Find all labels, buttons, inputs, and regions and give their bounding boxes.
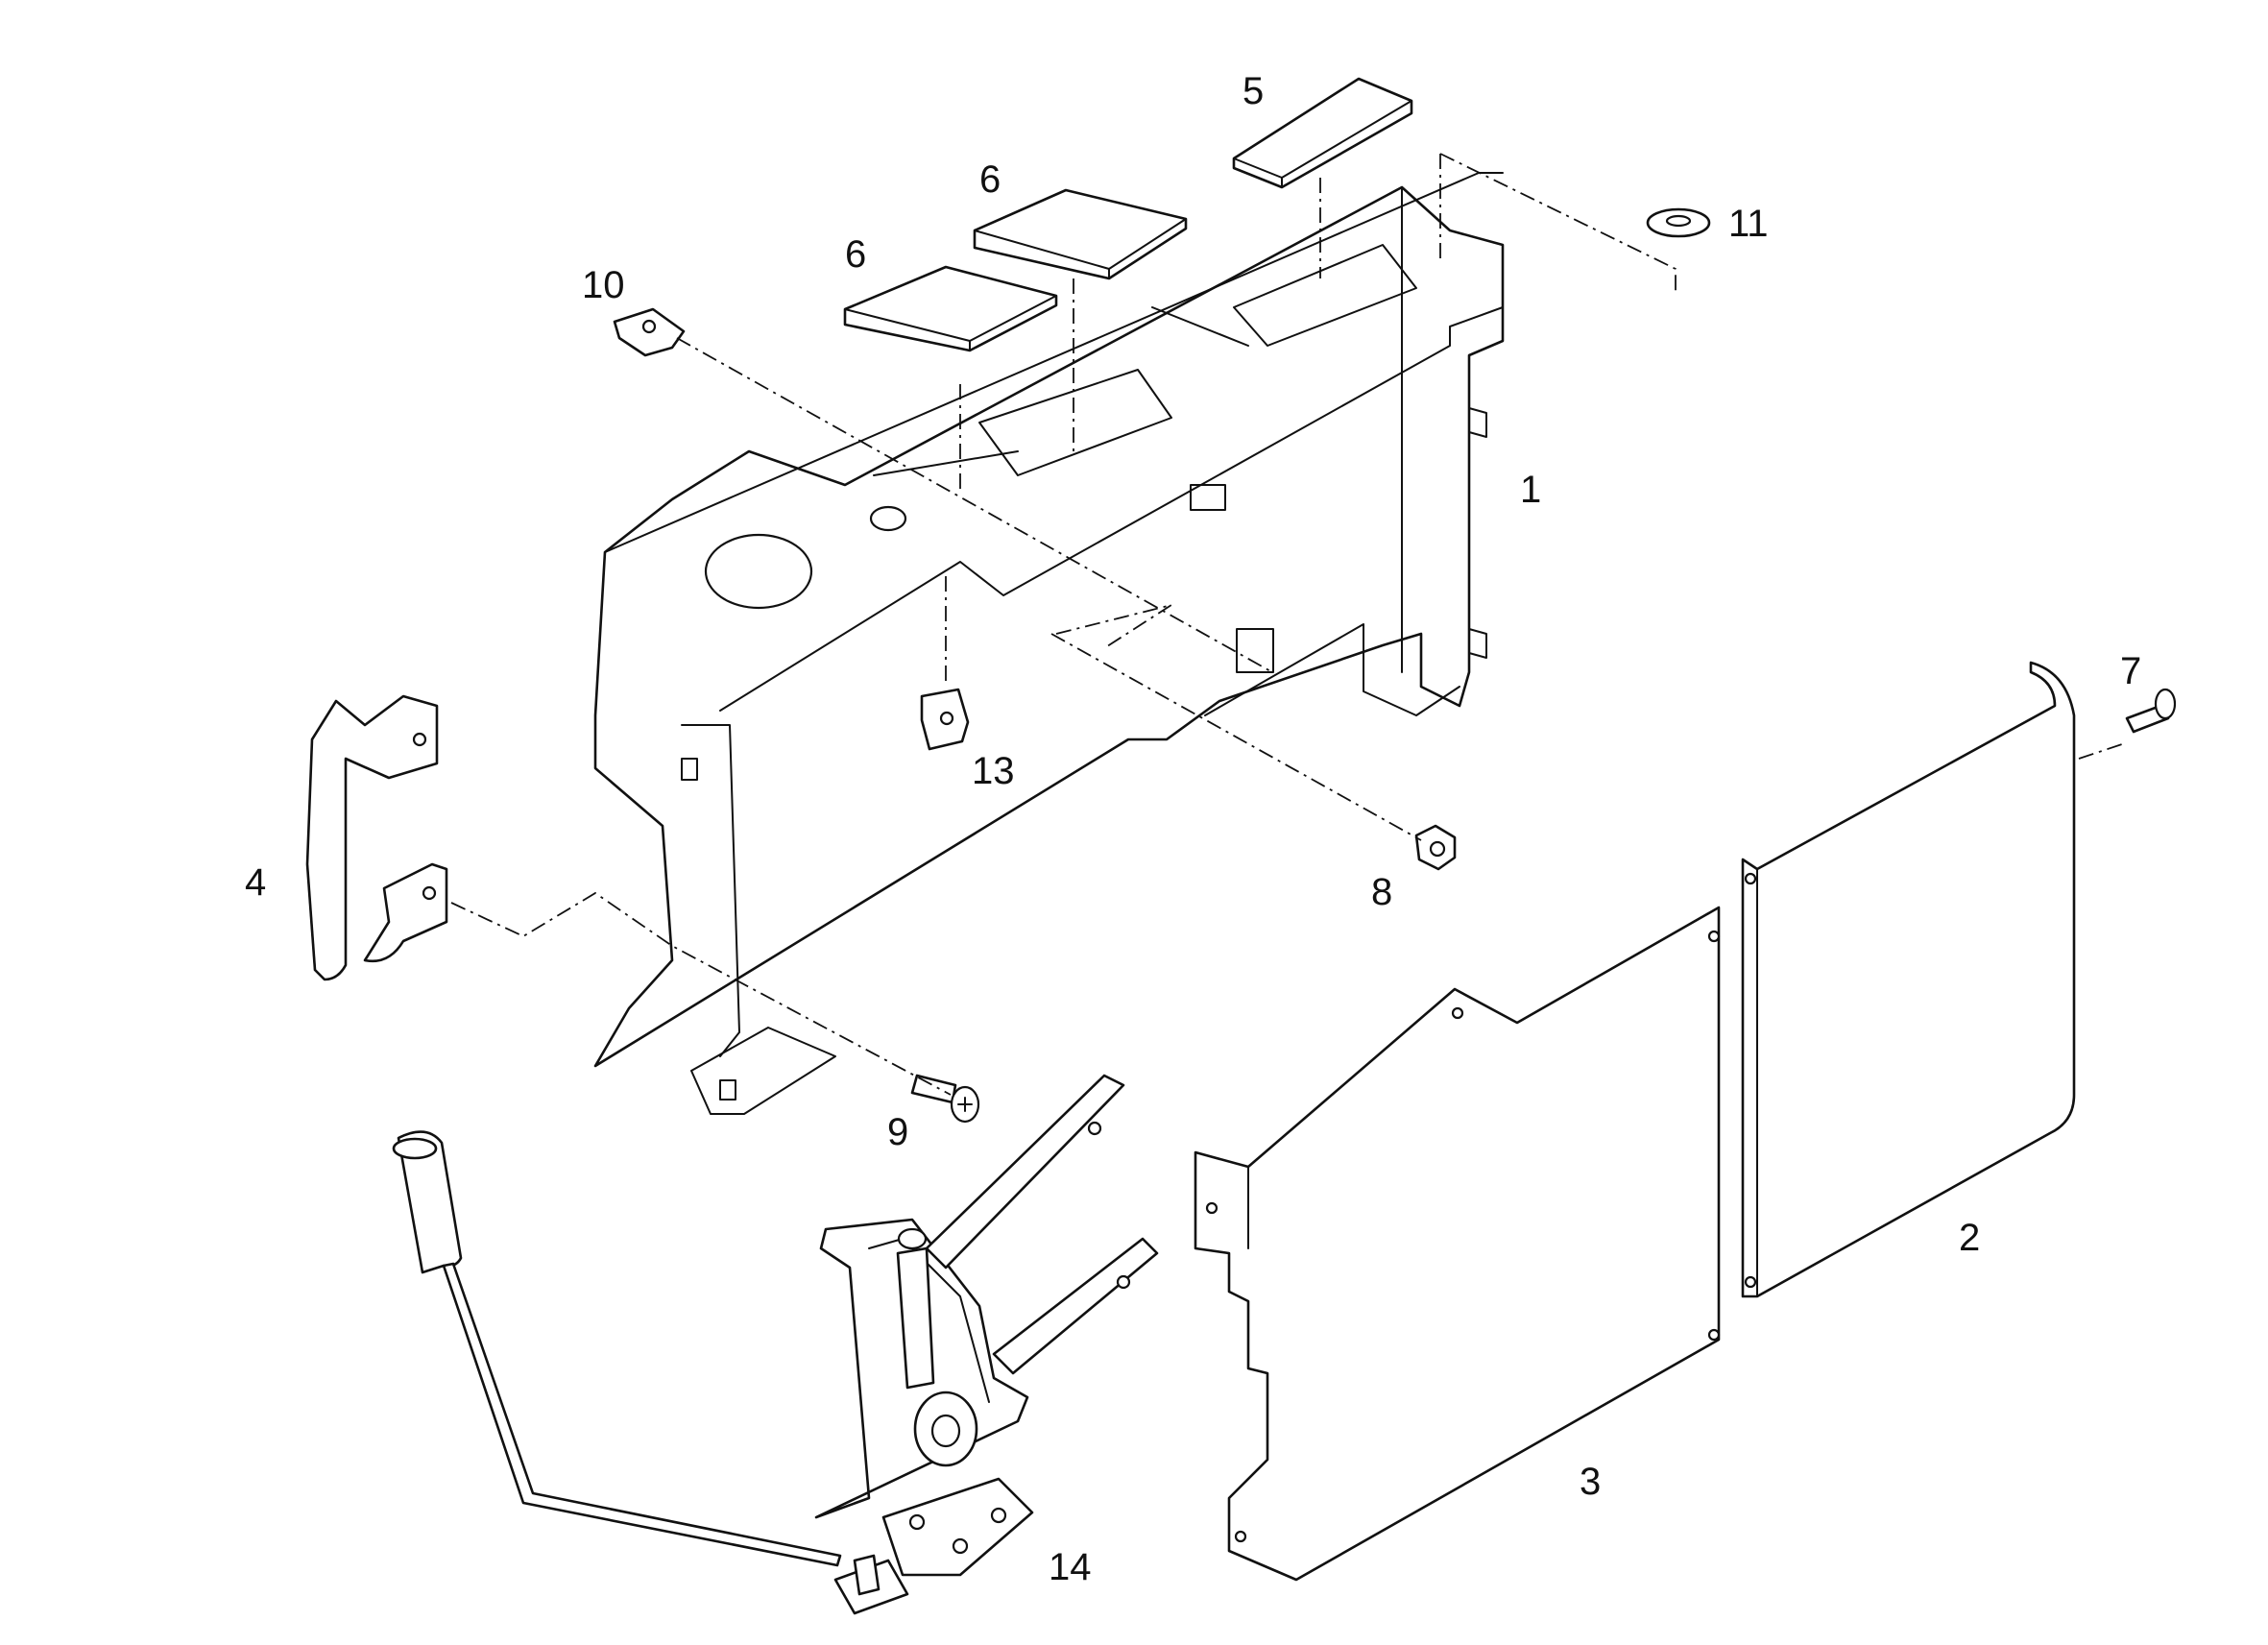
handle-part xyxy=(305,694,448,981)
nut-8-part xyxy=(1414,824,1457,871)
callout-2: 2 xyxy=(1959,1217,1980,1259)
callout-3: 3 xyxy=(1580,1461,1601,1503)
clip-13-part xyxy=(920,688,970,751)
pad-6b-part xyxy=(973,188,1188,280)
side-cover-part xyxy=(1194,906,1721,1582)
callout-6b: 6 xyxy=(979,158,1001,201)
clip-10-part xyxy=(613,307,686,357)
washer-11-part xyxy=(1646,207,1711,238)
callout-4: 4 xyxy=(245,861,266,904)
callout-11: 11 xyxy=(1728,203,1769,245)
screw-7-part xyxy=(2125,688,2177,734)
callout-9: 9 xyxy=(887,1111,908,1153)
callout-10: 10 xyxy=(582,264,625,306)
callout-1: 1 xyxy=(1520,469,1541,511)
screw-9-part xyxy=(910,1074,980,1124)
callout-5: 5 xyxy=(1243,70,1264,112)
leader-lines xyxy=(450,153,2123,1096)
pad-5-part xyxy=(1232,77,1413,189)
callout-14: 14 xyxy=(1049,1546,1092,1588)
callout-6a: 6 xyxy=(845,233,866,276)
callout-8: 8 xyxy=(1371,871,1392,913)
callout-7: 7 xyxy=(2120,650,2141,692)
callout-13: 13 xyxy=(972,750,1015,792)
rear-cover-part xyxy=(1741,661,2076,1298)
callout-labels: 1 2 3 4 5 6 6 7 8 9 10 11 13 14 xyxy=(245,70,2141,1588)
lever-assembly-part xyxy=(392,1074,1159,1615)
pad-6a-part xyxy=(843,265,1058,352)
main-frame-part xyxy=(593,172,1505,1115)
